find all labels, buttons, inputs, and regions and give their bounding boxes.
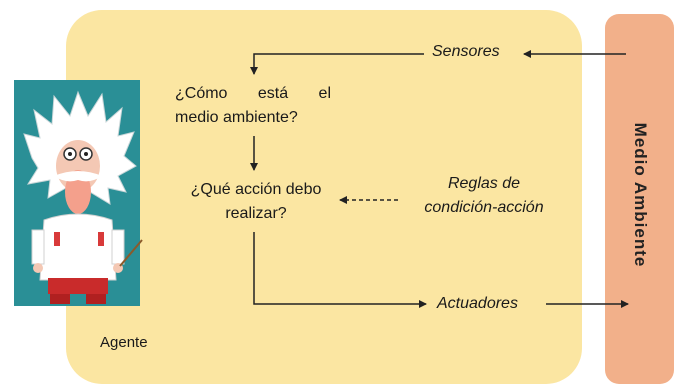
question2-line2: realizar? [225,205,287,222]
sensors-label: Sensores [432,43,500,60]
agent-label: Agente [100,334,148,351]
question-action: ¿Qué acción debo realizar? [172,178,340,226]
question-environment-state: ¿Cómo está el medio ambiente? [175,82,331,130]
rules-line2: condición-acción [424,199,544,216]
actuators-label: Actuadores [437,295,518,312]
condition-action-rules: Reglas de condición-acción [414,172,554,220]
sensors-to-question-arrow [250,53,424,75]
question1-line1: ¿Cómo está el [175,85,331,102]
question1-line2: medio ambiente? [175,109,298,126]
agent-region [66,10,582,384]
question2-line1: ¿Qué acción debo [190,181,322,198]
rules-line1: Reglas de [447,175,521,192]
scientist-icon [14,80,143,306]
environment-region [605,14,674,384]
action-to-actuators-arrow [253,232,427,308]
